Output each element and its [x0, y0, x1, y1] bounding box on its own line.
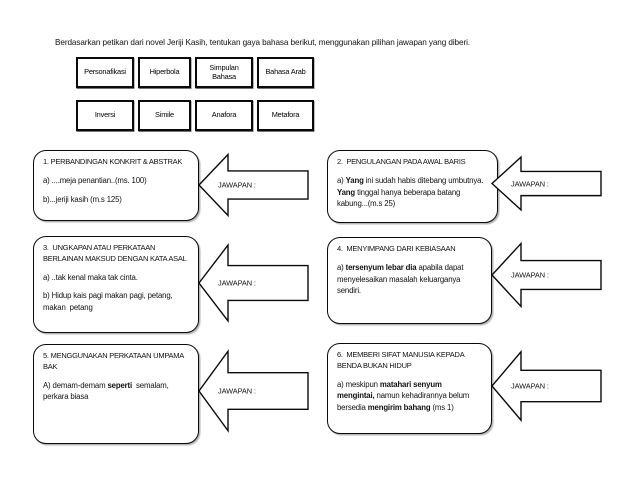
question-box-6: 6. MEMBERI SIFAT MANUSIA KEPADA BENDA BU… — [327, 343, 492, 434]
question-box-4: 4. MENYIMPANG DARI KEBIASAAN a) tersenyu… — [327, 237, 492, 324]
question-5-body: A) demam-demam seperti semalam, perkara … — [43, 380, 171, 402]
question-2-heading: 2. PENGULANGAN PADA AWAL BARIS — [337, 157, 466, 166]
question-box-5: 5. MENGGUNAKAN PERKATAAN UMPAMA BAK A) d… — [33, 344, 199, 444]
question-box-3: 3. UNGKAPAN ATAU PERKATAAN BERLAINAN MAK… — [33, 236, 199, 333]
jawapan-label: JAWAPAN : — [218, 386, 256, 396]
question-3-body: a) ..tak kenal maka tak cinta.b) Hidup k… — [43, 272, 175, 313]
jawapan-arrow-1: JAWAPAN : — [198, 152, 310, 218]
left-arrow-icon — [491, 241, 603, 309]
jawapan-arrow-5: JAWAPAN : — [198, 348, 310, 434]
question-box-2: 2. PENGULANGAN PADA AWAL BARIS a) Yang i… — [327, 150, 498, 223]
left-arrow-icon — [198, 152, 310, 218]
answer-option-metafora: Metafora — [257, 100, 314, 131]
answer-options-grid: Personafikasi Hiperbola Simpulan Bahasa … — [76, 57, 314, 131]
jawapan-label: JAWAPAN : — [511, 270, 549, 280]
left-arrow-icon — [491, 349, 603, 423]
answer-option-simile: Simile — [138, 100, 191, 131]
left-arrow-icon — [491, 155, 603, 212]
question-box-1: 1. PERBANDINGAN KONKRIT & ABSTRAK a) ...… — [33, 150, 199, 221]
answer-option-inversi: Inversi — [76, 100, 134, 131]
answer-option-personafikasi: Personafikasi — [76, 57, 134, 88]
page-title: Berdasarkan petikan dari novel Jeriji Ka… — [55, 38, 470, 47]
question-4-body: a) tersenyum lebar dia apabila dapat men… — [337, 262, 466, 296]
question-1-body: a) ....meja penantian..(ms. 100)b)...jer… — [43, 175, 147, 204]
question-4-heading: 4. MENYIMPANG DARI KEBIASAAN — [337, 244, 456, 253]
jawapan-label: JAWAPAN : — [511, 179, 549, 188]
left-arrow-icon — [198, 348, 310, 434]
question-5-heading: 5. MENGGUNAKAN PERKATAAN UMPAMA BAK — [43, 351, 186, 371]
jawapan-arrow-4: JAWAPAN : — [491, 241, 603, 309]
jawapan-label: JAWAPAN : — [218, 180, 256, 190]
question-3-heading: 3. UNGKAPAN ATAU PERKATAAN BERLAINAN MAK… — [43, 243, 187, 263]
question-6-body: a) meskipun matahari senyum mengintai, n… — [337, 379, 472, 413]
answer-option-anafora: Anafora — [195, 100, 253, 131]
answer-option-simpulan-bahasa: Simpulan Bahasa — [195, 57, 253, 88]
question-2-body: a) Yang ini sudah habis ditebang umbutny… — [337, 175, 486, 209]
left-arrow-icon — [198, 242, 310, 324]
jawapan-arrow-6: JAWAPAN : — [491, 349, 603, 423]
answer-option-bahasa-arab: Bahasa Arab — [257, 57, 314, 88]
question-1-heading: 1. PERBANDINGAN KONKRIT & ABSTRAK — [43, 157, 183, 166]
jawapan-label: JAWAPAN : — [511, 381, 549, 391]
jawapan-arrow-2: JAWAPAN : — [491, 155, 603, 212]
jawapan-label: JAWAPAN : — [218, 278, 256, 288]
answer-option-hiperbola: Hiperbola — [138, 57, 191, 88]
question-6-heading: 6. MEMBERI SIFAT MANUSIA KEPADA BENDA BU… — [337, 350, 466, 370]
jawapan-arrow-3: JAWAPAN : — [198, 242, 310, 324]
